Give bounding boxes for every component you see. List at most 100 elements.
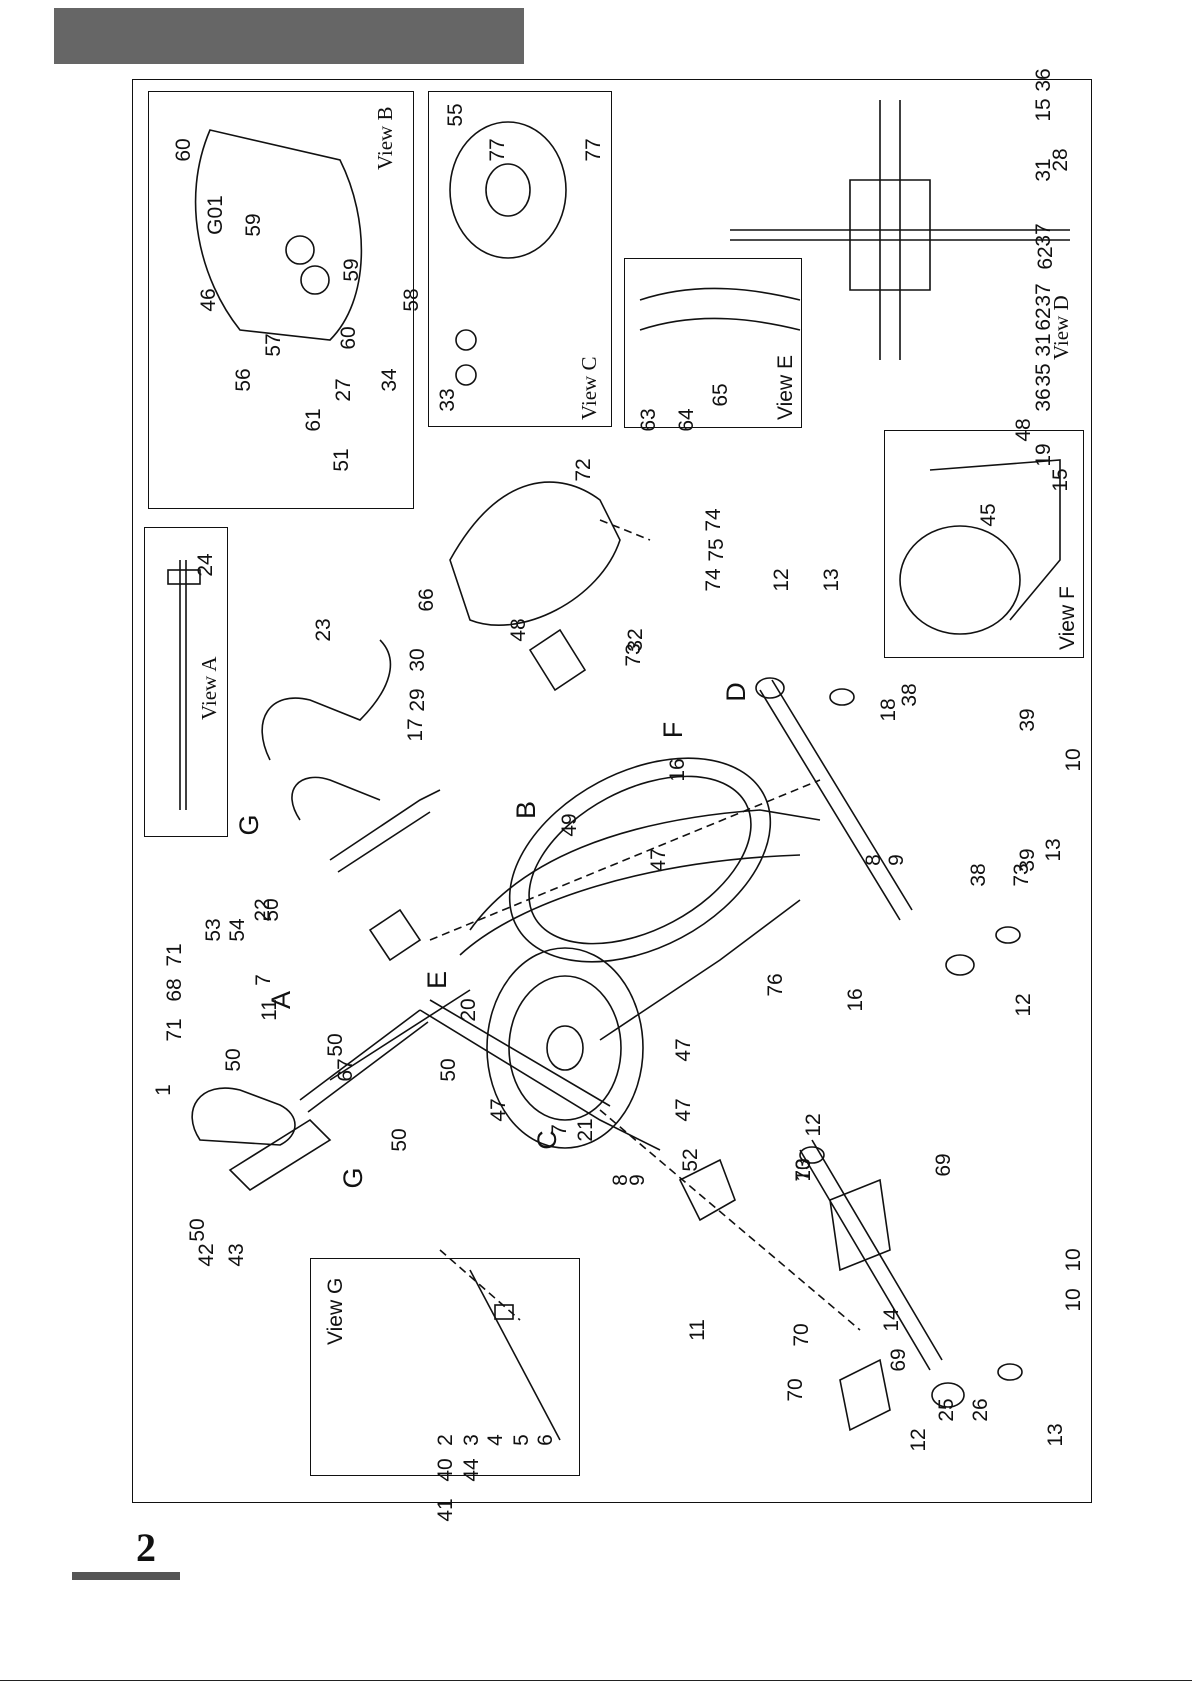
part-callout: 42 [195, 1243, 218, 1266]
part-callout: 20 [457, 998, 480, 1021]
view-d-plate [730, 229, 1070, 241]
part-callout: 4 [484, 1434, 507, 1446]
part-callout: 58 [400, 288, 423, 311]
view-g-inset [310, 1258, 580, 1476]
part-callout: B [511, 801, 541, 819]
part-callout: 16 [666, 758, 689, 781]
view-c-pulley [449, 121, 567, 259]
part-callout: 47 [487, 1098, 510, 1121]
part-callout: 33 [436, 388, 459, 411]
part-callout: 50 [437, 1058, 460, 1081]
part-callout: 19 [1032, 443, 1055, 466]
part-callout: 61 [302, 408, 325, 431]
part-callout: 48 [1012, 418, 1035, 441]
part-callout: 2 [434, 1434, 457, 1446]
part-callout: 48 [507, 618, 530, 641]
part-callout: 13 [1044, 1423, 1067, 1446]
part-callout: 16 [844, 988, 867, 1011]
view-f-title: View F [1056, 586, 1079, 650]
down-tube [469, 809, 821, 931]
part-callout: 72 [572, 458, 595, 481]
pedal-upper [368, 908, 422, 962]
part-callout: 66 [415, 588, 438, 611]
view-b-magnet-1 [285, 235, 315, 265]
part-callout: 50 [222, 1048, 245, 1071]
part-callout: 36 [1032, 388, 1055, 411]
rear-end-cap [931, 1382, 965, 1408]
part-callout: 51 [330, 448, 353, 471]
foot-4 [997, 1363, 1023, 1381]
seat-post [299, 1009, 429, 1113]
part-callout: A [266, 991, 296, 1009]
front-fork [599, 899, 801, 1041]
footer-rule [0, 1680, 1192, 1681]
part-callout: 10 [1062, 1288, 1085, 1311]
seat-slider [228, 1118, 332, 1192]
handlebar [261, 639, 392, 821]
front-end-cap-bottom [945, 954, 975, 976]
part-callout: 74 [702, 508, 725, 532]
part-callout: 18 [877, 698, 900, 721]
part-callout: 71 [163, 1018, 186, 1041]
part-callout: 31 [1032, 158, 1055, 181]
part-callout: 13 [792, 1158, 815, 1181]
part-callout: 24 [194, 553, 217, 577]
part-callout: 54 [226, 918, 249, 942]
view-g-block [494, 1304, 514, 1320]
part-callout: 63 [637, 408, 660, 431]
view-c-title: View C [577, 357, 601, 420]
part-callout: 29 [406, 688, 429, 711]
header-bar [54, 8, 524, 64]
view-c-bearing-2 [455, 364, 477, 386]
view-e-frame-curve [639, 287, 801, 331]
rear-cover [829, 1178, 891, 1272]
frame-arc [459, 854, 801, 956]
part-callout: 70 [790, 1323, 813, 1346]
part-callout: 46 [197, 288, 220, 311]
view-e-title: View E [774, 355, 797, 420]
part-callout: 44 [460, 1458, 483, 1482]
part-callout: 31 [1032, 333, 1055, 356]
part-callout: 41 [434, 1498, 457, 1521]
part-callout: 13 [1042, 838, 1065, 861]
part-callout: 32 [624, 628, 647, 651]
part-callout: 64 [675, 408, 698, 432]
part-callout: 17 [404, 718, 427, 741]
seat-tube-rail [329, 989, 471, 1081]
view-d-housing [849, 179, 931, 291]
part-callout: 77 [486, 138, 509, 161]
view-f-pulley [899, 525, 1021, 635]
part-callout: 12 [770, 568, 793, 591]
part-callout: 37 [1032, 223, 1055, 246]
assembly-line-1 [429, 779, 821, 941]
part-callout: 59 [340, 258, 363, 281]
part-callout: 73 [1010, 863, 1033, 886]
view-b-magnet-2 [300, 265, 330, 295]
view-b-inset [148, 91, 414, 509]
saddle [191, 1087, 296, 1146]
part-callout: G [338, 1167, 368, 1188]
part-callout: 15 [1049, 468, 1072, 491]
part-callout: 34 [378, 368, 401, 392]
part-callout: 55 [444, 103, 467, 126]
part-callout: 6 [534, 1434, 557, 1446]
part-callout: 23 [312, 618, 335, 641]
part-callout: G [234, 814, 264, 835]
rear-frame [419, 999, 661, 1151]
part-callout: 9 [885, 854, 908, 866]
part-callout: 10 [1062, 1248, 1085, 1271]
part-callout: 69 [887, 1348, 910, 1371]
part-callout: 7 [252, 974, 275, 986]
assembly-line-2 [599, 1109, 861, 1331]
part-callout: 69 [932, 1153, 955, 1176]
part-callout: 53 [202, 918, 225, 941]
foot-2 [995, 926, 1021, 944]
part-callout: 28 [1049, 148, 1072, 171]
part-callout: 8 [609, 1174, 632, 1186]
part-callout: 12 [907, 1428, 930, 1451]
pedal-lower [678, 1158, 736, 1222]
part-callout: 9 [626, 1174, 649, 1186]
part-callout: 60 [172, 138, 195, 161]
part-callout: 70 [792, 1158, 815, 1181]
part-callout: 22 [251, 898, 274, 921]
